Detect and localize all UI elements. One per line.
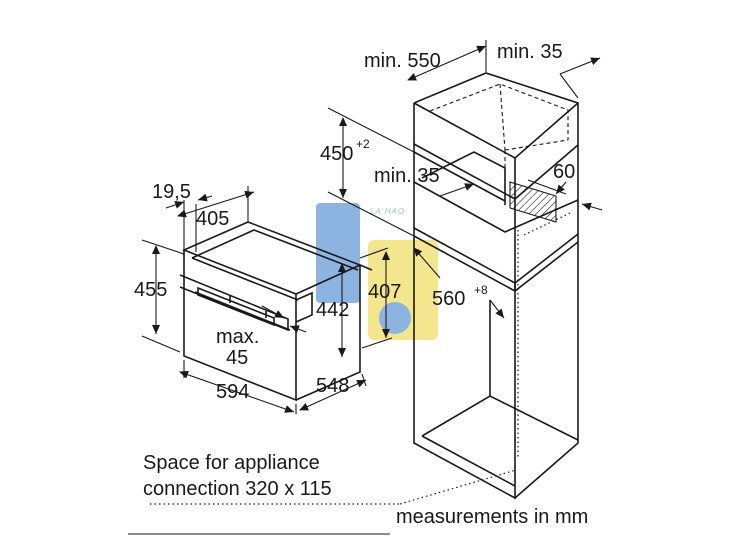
watermark-dot (379, 302, 411, 334)
dim-cabinet-depth: min. 550 (364, 50, 441, 72)
dim-niche-height-tol: +2 (356, 137, 370, 151)
note-units: measurements in mm (396, 506, 588, 528)
ext-450-top (327, 107, 415, 153)
ext-407-top (359, 247, 389, 259)
dim-height-inner: 442 (316, 299, 349, 321)
dim-min550-line (407, 45, 487, 81)
oven-side-connector (295, 291, 313, 323)
cabinet (413, 72, 579, 500)
inner-back-dashed (429, 83, 569, 140)
dim-niche-height: 450 (320, 143, 353, 165)
oven-handle (197, 286, 275, 327)
shelf-upper-lip (413, 151, 506, 202)
rear-vent-hatch (509, 181, 557, 223)
niche-ceiling-back (421, 151, 506, 205)
ext-450-bottom (327, 191, 415, 237)
watermark-text: LA HAO (370, 207, 405, 216)
oven-front-lip (191, 257, 299, 301)
dim-door-gap-label: max. (216, 326, 259, 348)
dim-60-arrow-b (581, 202, 603, 211)
oven-side-tab (359, 264, 373, 271)
inner-back-dashed-2 (504, 139, 569, 151)
dim-560-arrow-b (489, 299, 505, 319)
ext-455-top (141, 239, 185, 255)
dim-19-5-arrow-a (165, 201, 185, 209)
lower-plinth (421, 435, 516, 487)
ext-455-bottom (141, 335, 181, 353)
dim-60-arrow (555, 181, 567, 195)
connection-leader-diag (399, 469, 517, 505)
dim-niche-depth-tol: +8 (474, 283, 488, 297)
inner-back-dashed-4 (499, 83, 506, 151)
cabinet-front-left (413, 103, 516, 500)
oven-top-lip (191, 229, 359, 271)
dim-594-line (179, 370, 295, 413)
dim-height-cavity: 407 (368, 281, 401, 303)
ext-min35 (559, 73, 579, 99)
dim-width: 594 (216, 381, 249, 403)
dim-max45-arrow-a (261, 305, 285, 319)
niche-floor-lip (413, 235, 579, 292)
appliance (179, 221, 373, 402)
dim-height-total: 455 (134, 279, 167, 301)
watermark-blue-bar (316, 203, 360, 303)
ext-407-bottom (361, 337, 393, 349)
dim-niche-depth: 560 (432, 288, 465, 310)
dim-vent-gap: min. 35 (374, 165, 440, 187)
cabinet-front-top (413, 102, 516, 159)
dim-cabinet-gap: min. 35 (497, 41, 563, 63)
appliance-dimensions: 19,5 405 455 442 407 max. 45 594 548 (134, 181, 401, 414)
dim-min35-arrow-b (559, 57, 601, 75)
note-connection-line2: connection 320 x 115 (143, 478, 332, 500)
dim-inner-width: 405 (196, 208, 229, 230)
cabinet-outline (413, 72, 579, 499)
oven-door-line (194, 291, 291, 331)
cabinet-dimensions: min. 550 min. 35 450 +2 min. 35 60 560 +… (320, 40, 603, 319)
dim-door-gap-value: 45 (226, 347, 248, 369)
dim-548-line (299, 379, 367, 411)
dim-19-5-arrow-b (197, 193, 213, 202)
dim-405-line (177, 190, 255, 218)
dim-rear-gap: 60 (553, 161, 575, 183)
note-connection-line1: Space for appliance (143, 452, 320, 474)
lower-floor (421, 395, 579, 441)
dim-max45-arrow-b (289, 325, 307, 333)
niche-floor (413, 227, 579, 284)
dim-560-arrow-a (413, 247, 441, 279)
dim-front-offset: 19,5 (152, 181, 191, 203)
dim-vent-arrow (439, 183, 475, 197)
dim-depth: 548 (316, 375, 349, 397)
